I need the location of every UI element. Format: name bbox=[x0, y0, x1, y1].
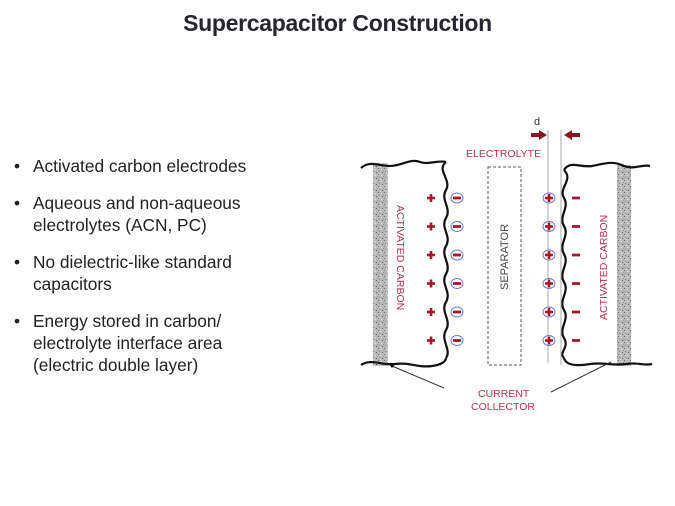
left-electrode-wavy-interface bbox=[441, 161, 449, 359]
left-activated-carbon-label: ACTIVATED CARBON bbox=[394, 205, 406, 310]
positive-ion bbox=[542, 249, 556, 261]
bullet-text: Aqueous and non-aqueous electrolytes (AC… bbox=[33, 193, 241, 235]
positive-ion-sign bbox=[545, 222, 553, 231]
bullet-item: • Activated carbon electrodes bbox=[14, 155, 323, 177]
current-collector-label-line2: COLLECTOR bbox=[471, 401, 535, 413]
positive-ion bbox=[542, 192, 556, 204]
bullet-dot: • bbox=[14, 252, 21, 272]
electrode-negative-charge bbox=[572, 225, 580, 228]
electrode-negative-charge bbox=[572, 282, 580, 285]
positive-ion-sign bbox=[545, 308, 553, 316]
negative-ion-sign bbox=[453, 310, 461, 314]
left-current-collector bbox=[373, 163, 388, 366]
separator-label: SEPARATOR bbox=[499, 224, 511, 290]
negative-ion bbox=[450, 221, 464, 232]
negative-ion-sign bbox=[453, 253, 461, 257]
electrolyte-label: ELECTROLYTE bbox=[466, 148, 541, 160]
positive-ion bbox=[542, 335, 556, 346]
electrode-positive-charge bbox=[427, 222, 435, 231]
right-electrode-top-edge bbox=[563, 161, 651, 171]
electrode-negative-charge bbox=[572, 196, 580, 200]
electrode-negative-charge bbox=[572, 310, 580, 314]
positive-ion-sign bbox=[545, 251, 553, 259]
bullet-item: • Energy stored in carbon/ electrolyte i… bbox=[14, 310, 263, 376]
left-electrode-top-edge bbox=[360, 159, 447, 169]
separator-box bbox=[487, 166, 522, 366]
right-electrode-wavy-interface bbox=[561, 169, 569, 359]
bullet-text: Energy stored in carbon/ electrolyte int… bbox=[33, 311, 223, 375]
negative-ion bbox=[450, 249, 464, 261]
bullet-item: • No dielectric-like standard capacitors bbox=[14, 251, 303, 295]
positive-ion-sign bbox=[545, 279, 553, 288]
positive-ion bbox=[542, 221, 556, 232]
bullet-dot: • bbox=[14, 156, 21, 176]
negative-ion-sign bbox=[453, 282, 461, 285]
d-arrow-left bbox=[564, 130, 580, 140]
bullet-list: • Activated carbon electrodes • Aqueous … bbox=[14, 155, 314, 391]
negative-ion bbox=[450, 306, 464, 318]
electrode-positive-charge bbox=[427, 308, 435, 316]
electrode-positive-charge bbox=[427, 251, 435, 259]
slide-title: Supercapacitor Construction bbox=[183, 10, 492, 36]
negative-ion bbox=[450, 335, 464, 346]
electrode-positive-charge bbox=[427, 194, 435, 202]
electrode-negative-charge bbox=[572, 339, 580, 342]
collector-pointer-tip bbox=[388, 363, 396, 368]
bullet-text: Activated carbon electrodes bbox=[33, 156, 247, 176]
negative-ion bbox=[450, 278, 464, 289]
negative-ion-sign bbox=[453, 196, 461, 200]
current-collector-label-line1: CURRENT bbox=[478, 388, 530, 400]
bullet-item: • Aqueous and non-aqueous electrolytes (… bbox=[14, 192, 303, 236]
collector-pointer-right bbox=[550, 361, 612, 393]
positive-ion bbox=[542, 306, 556, 318]
d-arrow-right bbox=[531, 130, 547, 140]
right-current-collector bbox=[617, 165, 631, 366]
positive-ion bbox=[542, 278, 556, 289]
d-label: d bbox=[534, 116, 540, 128]
electrode-positive-charge bbox=[427, 336, 435, 345]
negative-ion bbox=[450, 192, 464, 204]
electrode-positive-charge bbox=[427, 279, 435, 288]
positive-ion-sign bbox=[545, 194, 553, 202]
charges-group bbox=[427, 192, 580, 346]
bullet-dot: • bbox=[14, 311, 21, 331]
bullet-dot: • bbox=[14, 193, 21, 213]
electrode-negative-charge bbox=[572, 253, 580, 257]
left-electrode-bottom-edge bbox=[360, 357, 448, 368]
bullet-text: No dielectric-like standard capacitors bbox=[33, 252, 232, 294]
positive-ion-sign bbox=[545, 336, 553, 345]
right-activated-carbon-label: ACTIVATED CARBON bbox=[598, 215, 610, 320]
negative-ion-sign bbox=[453, 225, 461, 228]
negative-ion-sign bbox=[453, 339, 461, 342]
collector-pointer-left bbox=[391, 365, 445, 389]
